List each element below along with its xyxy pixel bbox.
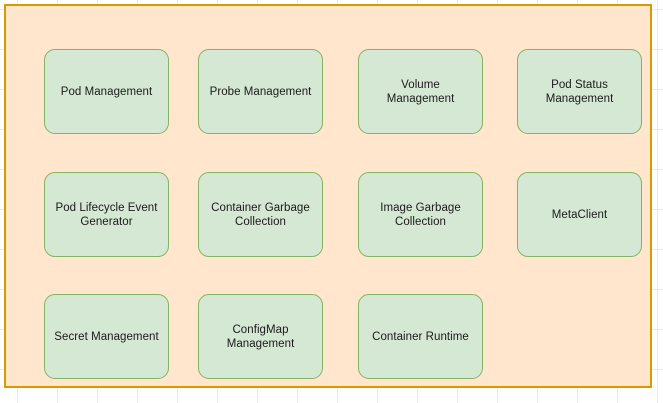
node-pod-status-management[interactable]: Pod Status Management	[517, 49, 642, 134]
node-label: MetaClient	[551, 208, 608, 221]
node-label: Volume Management	[386, 78, 455, 105]
node-label: Image Garbage Collection	[380, 201, 461, 228]
node-configmap-management[interactable]: ConfigMap Management	[198, 294, 323, 379]
node-pod-management[interactable]: Pod Management	[44, 49, 169, 134]
node-label: Container Runtime	[372, 330, 469, 343]
node-container-garbage-collection[interactable]: Container Garbage Collection	[198, 172, 323, 257]
node-container-runtime[interactable]: Container Runtime	[358, 294, 483, 379]
node-image-garbage-collection[interactable]: Image Garbage Collection	[358, 172, 483, 257]
node-metaclient[interactable]: MetaClient	[517, 172, 642, 257]
node-label: Pod Lifecycle Event Generator	[55, 201, 158, 228]
node-probe-management[interactable]: Probe Management	[198, 49, 323, 134]
node-label: Pod Management	[60, 85, 153, 98]
node-volume-management[interactable]: Volume Management	[358, 49, 483, 134]
node-label: ConfigMap Management	[226, 323, 295, 350]
node-label: Probe Management	[209, 85, 312, 98]
node-label: Pod Status Management	[545, 78, 614, 105]
node-label: Container Garbage Collection	[211, 201, 310, 228]
node-pod-lifecycle-event-generator[interactable]: Pod Lifecycle Event Generator	[44, 172, 169, 257]
node-secret-management[interactable]: Secret Management	[44, 294, 169, 379]
grouping-container[interactable]: Pod Management Probe Management Volume M…	[4, 4, 652, 388]
node-label: Secret Management	[54, 330, 159, 343]
